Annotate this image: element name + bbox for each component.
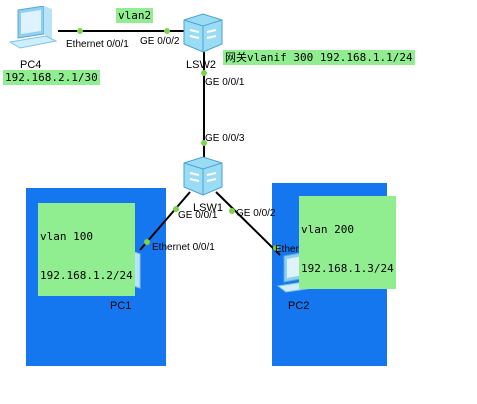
port-dot-lsw1-ge002 (229, 208, 235, 214)
vlan200-name: vlan 200 (301, 223, 354, 236)
pc1-label: PC1 (110, 300, 132, 312)
vlan100-name: vlan 100 (40, 230, 93, 243)
port-dot-pc4-eth (77, 28, 83, 34)
port-label-lsw1-ge001: GE 0/0/1 (178, 210, 218, 221)
port-dot-lsw1-ge003 (201, 140, 207, 146)
pc4-icon[interactable] (6, 5, 58, 56)
pc4-label: PC4 (20, 59, 42, 71)
vlan200-ip: 192.168.1.3/24 (301, 262, 394, 275)
port-dot-lsw1-ge001 (173, 206, 179, 212)
port-label-pc1-eth: Ethernet 0/0/1 (152, 242, 215, 253)
vlan100-ip: 192.168.1.2/24 (40, 269, 133, 282)
lsw2-label: LSW2 (186, 59, 216, 71)
port-dot-pc1-eth (144, 239, 150, 245)
port-dot-lsw2-ge002 (164, 28, 170, 34)
pc2-label: PC2 (288, 300, 310, 312)
port-label-lsw2-ge002: GE 0/0/2 (140, 36, 180, 47)
lsw1-label: LSW1 (193, 202, 223, 214)
port-label-lsw2-ge001: GE 0/0/1 (205, 77, 245, 88)
lsw1-switch-icon[interactable] (180, 155, 226, 197)
lsw2-switch-icon[interactable] (180, 12, 226, 54)
port-label-lsw1-ge002: GE 0/0/2 (236, 208, 276, 219)
link-lsw1-pc2 (215, 191, 281, 256)
gateway-tag: 网关vlanif 300 192.168.1.1/24 (223, 50, 415, 65)
port-dot-lsw2-ge001 (201, 70, 207, 76)
pc4-ip-tag: 192.168.2.1/30 (3, 70, 100, 85)
port-label-pc4-eth: Ethernet 0/0/1 (66, 39, 129, 50)
vlan2-tag: vlan2 (116, 8, 154, 23)
vlan100-tag: vlan 100 192.168.1.2/24 (38, 203, 135, 296)
vlan200-tag: vlan 200 192.168.1.3/24 (299, 196, 396, 289)
port-dot-pc2-eth (273, 245, 279, 251)
port-label-lsw1-ge003: GE 0/0/3 (205, 133, 245, 144)
